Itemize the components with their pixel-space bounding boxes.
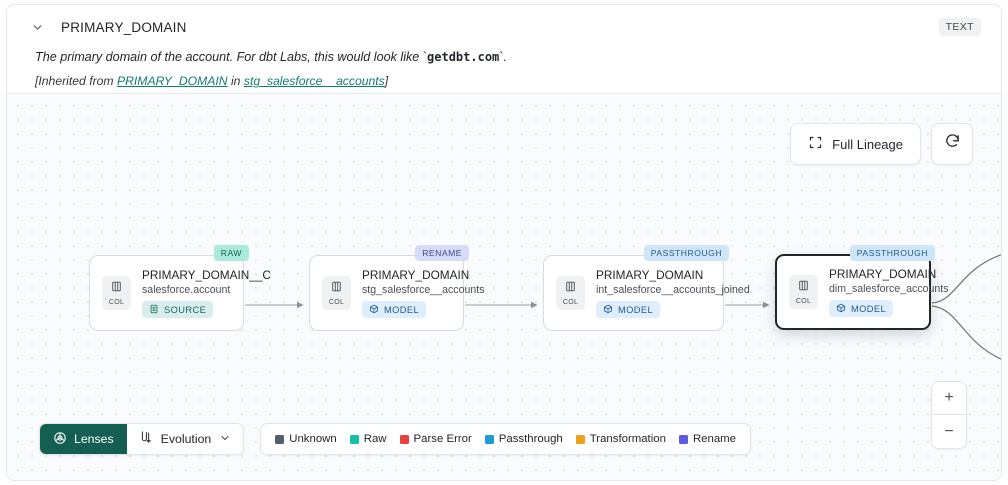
lineage-node-subtitle: salesforce.account	[142, 284, 231, 296]
status-badge: TEXT	[938, 18, 981, 36]
legend-label: Transformation	[589, 433, 666, 445]
evolution-label: Evolution	[160, 432, 212, 446]
column-chip: COL	[789, 275, 818, 309]
lineage-node[interactable]: PASSTHROUGH COL PRIMARY_DOMAIN dim_salesfor…	[775, 245, 949, 330]
evolution-dropdown[interactable]: Evolution	[126, 424, 244, 454]
lineage-node-type-badge: MODEL	[362, 301, 427, 318]
lineage-node-name: PRIMARY_DOMAIN	[362, 268, 470, 282]
lineage-node-type-badge: MODEL	[829, 300, 894, 317]
lineage-node-type-badge: SOURCE	[142, 301, 214, 318]
column-chip: COL	[322, 276, 351, 310]
column-icon	[110, 280, 123, 298]
column-chip: COL	[556, 276, 585, 310]
legend-item[interactable]: Parse Error	[399, 433, 472, 445]
lineage-node-subtitle: dim_salesforce_accounts	[829, 283, 949, 295]
column-icon	[330, 280, 343, 298]
lineage-edges	[245, 254, 1001, 360]
lineage-node-tag: PASSTHROUGH	[849, 245, 935, 261]
aperture-icon	[53, 431, 67, 448]
inherited-suffix: ]	[384, 74, 389, 88]
legend-swatch	[484, 434, 494, 444]
lineage-node-tag: RENAME	[415, 245, 469, 261]
inherited-middle: in	[227, 74, 244, 88]
title-row: PRIMARY_DOMAIN	[29, 16, 983, 38]
lenses-button[interactable]: Lenses	[40, 424, 127, 454]
lenses-label: Lenses	[74, 432, 114, 446]
legend-item[interactable]: Raw	[349, 433, 387, 445]
description-suffix: .	[503, 50, 507, 64]
inherited-from-note: [Inherited from PRIMARY_DOMAIN in stg_sa…	[29, 74, 983, 88]
refresh-icon	[944, 133, 961, 155]
flask-icon	[138, 430, 153, 448]
zoom-controls: + −	[931, 381, 967, 449]
column-chip: COL	[102, 276, 131, 310]
canvas-top-controls: Full Lineage	[790, 123, 973, 165]
zoom-out-button[interactable]: −	[932, 415, 966, 448]
lineage-node-type-label: MODEL	[851, 303, 887, 314]
chevron-down-icon	[219, 432, 231, 447]
lineage-node-type-badge: MODEL	[596, 301, 661, 318]
page-title: PRIMARY_DOMAIN	[61, 19, 187, 35]
legend-label: Unknown	[289, 433, 337, 445]
column-chip-label: COL	[562, 299, 579, 306]
column-icon	[564, 280, 577, 298]
lineage-node-type-label: SOURCE	[164, 304, 207, 315]
description-code: getdbt.com	[427, 50, 500, 64]
expand-icon	[808, 135, 823, 153]
lineage-node-tag: PASSTHROUGH	[643, 245, 729, 261]
column-description: The primary domain of the account. For d…	[35, 50, 507, 64]
lineage-node-name: PRIMARY_DOMAIN	[829, 267, 937, 281]
lineage-node[interactable]: RAW COL PRIMARY_DOMAIN__C salesforce.accoun…	[89, 245, 271, 331]
column-detail-panel: PRIMARY_DOMAIN TEXT The primary domain o…	[6, 4, 1002, 481]
panel-header: PRIMARY_DOMAIN TEXT The primary domain o…	[7, 5, 1001, 93]
refresh-button[interactable]	[931, 123, 973, 165]
lineage-node[interactable]: PASSTHROUGH COL PRIMARY_DOMAIN int_salesfor…	[543, 245, 750, 331]
lineage-node-tag: RAW	[213, 245, 249, 261]
column-chip-label: COL	[108, 299, 125, 306]
lineage-legend: Unknown Raw Parse Error Passthrough Transfor…	[260, 423, 751, 455]
lineage-node-body: PRIMARY_DOMAIN int_salesforce__accounts_j…	[596, 268, 750, 318]
lineage-node-subtitle: stg_salesforce__accounts	[362, 284, 485, 296]
canvas-bottom-bar: Lenses Evolution	[39, 423, 751, 455]
cube-icon	[836, 303, 846, 315]
legend-label: Rename	[692, 433, 736, 445]
legend-swatch	[349, 434, 359, 444]
column-icon	[797, 279, 810, 297]
inherited-prefix: [Inherited from	[35, 74, 117, 88]
lens-control-group: Lenses Evolution	[39, 423, 245, 455]
legend-swatch	[575, 434, 585, 444]
legend-item[interactable]: Unknown	[275, 433, 337, 445]
legend-label: Raw	[363, 433, 387, 445]
lineage-node-subtitle: int_salesforce__accounts_joined	[596, 284, 750, 296]
lineage-node[interactable]: RENAME COL PRIMARY_DOMAIN stg_salesforce__a…	[309, 245, 485, 331]
lineage-node-name: PRIMARY_DOMAIN__C	[142, 268, 271, 282]
cube-icon	[369, 304, 379, 316]
legend-label: Passthrough	[498, 433, 563, 445]
legend-swatch	[275, 434, 285, 444]
legend-item[interactable]: Transformation	[575, 433, 666, 445]
lineage-node-type-label: MODEL	[618, 304, 654, 315]
inherited-column-link[interactable]: PRIMARY_DOMAIN	[116, 74, 228, 88]
description-text: The primary domain of the account. For d…	[35, 50, 423, 64]
legend-item[interactable]: Passthrough	[484, 433, 563, 445]
legend-swatch	[399, 434, 409, 444]
full-lineage-label: Full Lineage	[832, 136, 903, 152]
inherited-model-link[interactable]: stg_salesforce__accounts	[243, 74, 385, 88]
legend-swatch	[678, 434, 688, 444]
legend-label: Parse Error	[413, 433, 472, 445]
chevron-down-icon[interactable]	[29, 19, 45, 35]
lineage-node-name: PRIMARY_DOMAIN	[596, 268, 704, 282]
column-chip-label: COL	[328, 299, 345, 306]
lineage-node-type-label: MODEL	[384, 304, 420, 315]
legend-item[interactable]: Rename	[678, 433, 736, 445]
full-lineage-button[interactable]: Full Lineage	[790, 123, 921, 165]
zoom-in-button[interactable]: +	[932, 382, 966, 415]
column-chip-label: COL	[795, 298, 812, 305]
database-icon	[149, 304, 159, 316]
cube-icon	[603, 304, 613, 316]
